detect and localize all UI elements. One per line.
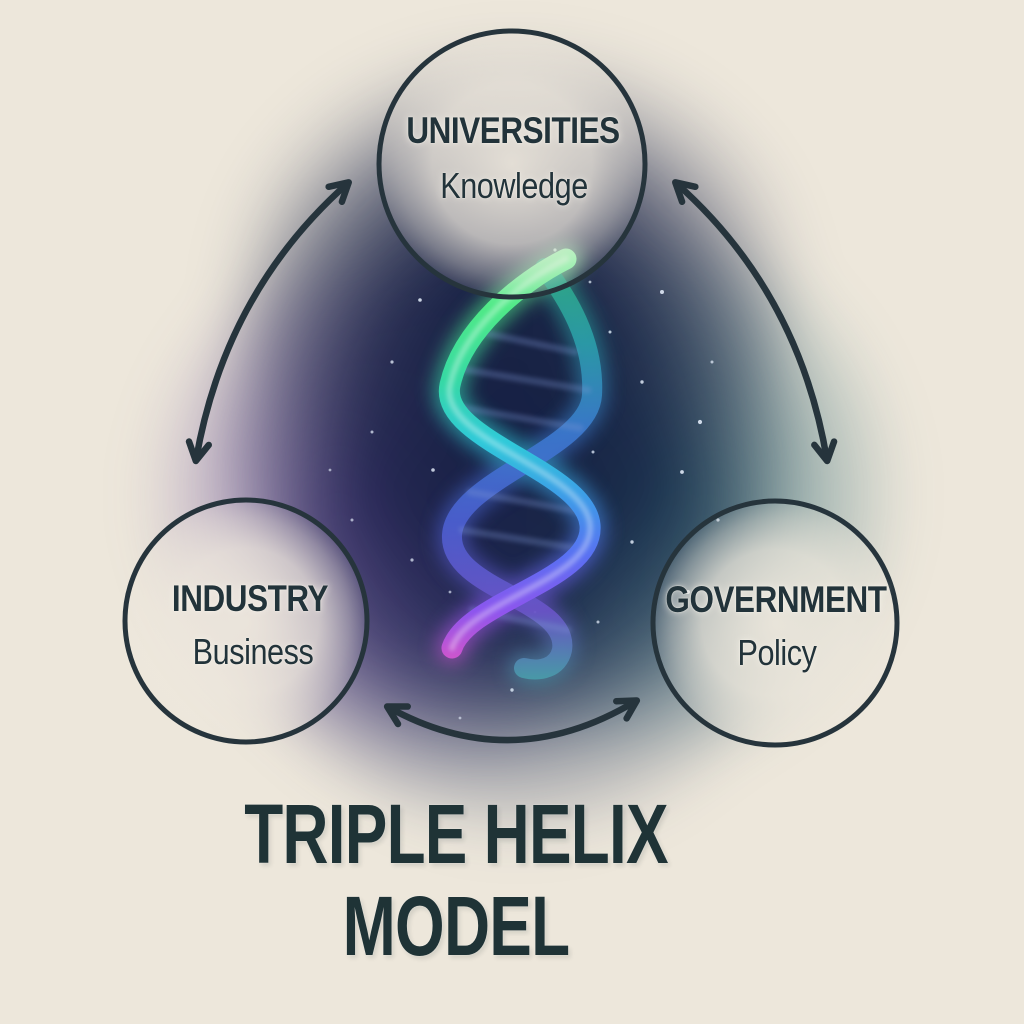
universities-sublabel: Knowledge	[440, 165, 588, 206]
diagram-title: TRIPLE HELIX MODEL	[244, 788, 668, 972]
government-sublabel: Policy	[737, 632, 817, 673]
industry-sublabel: Business	[192, 631, 314, 672]
helix-back-strand	[442, 258, 603, 680]
title-line-2: MODEL	[342, 879, 570, 973]
dna-helix-graphic	[433, 243, 608, 685]
node-industry-circle	[122, 497, 370, 745]
helix-shine	[446, 256, 594, 651]
node-government-circle	[650, 498, 900, 748]
arrow-universities-industry	[185, 179, 352, 465]
industry-label: INDUSTRY	[171, 578, 329, 619]
title-line-1: TRIPLE HELIX	[244, 787, 668, 881]
node-universities-circle	[376, 28, 648, 300]
arrow-industry-government	[383, 697, 641, 744]
universities-label: UNIVERSITIES	[406, 110, 620, 151]
government-label: GOVERNMENT	[665, 579, 887, 620]
helix-rungs	[448, 326, 592, 634]
arrow-universities-government	[672, 179, 838, 465]
